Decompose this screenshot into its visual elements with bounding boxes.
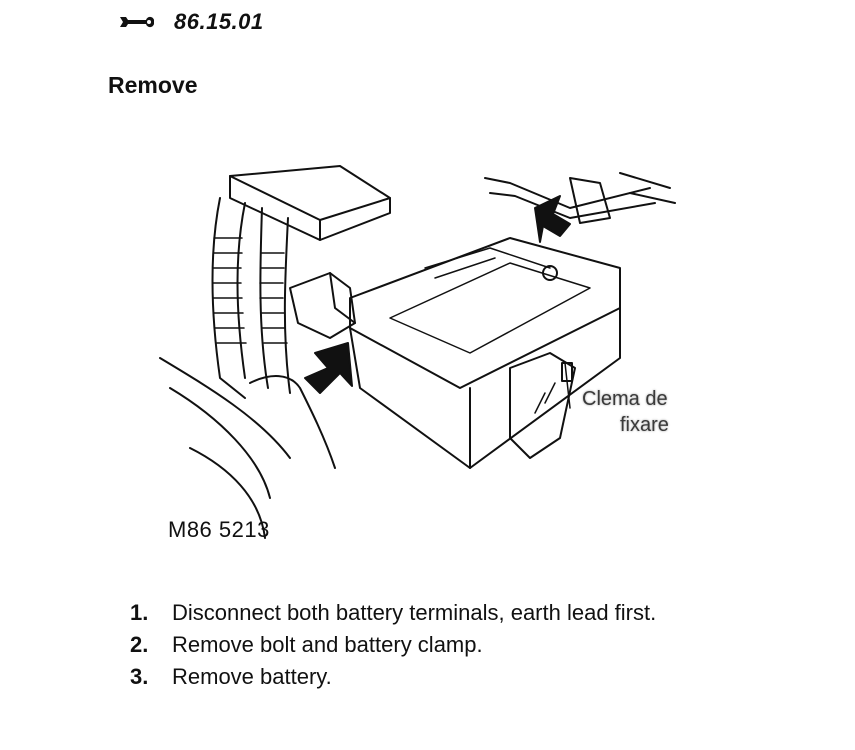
procedure-code: 86.15.01 (174, 9, 264, 34)
list-item: 2. Remove bolt and battery clamp. (130, 630, 770, 659)
step-number: 1. (130, 600, 149, 625)
clamp-annotation: Clema de fixare (582, 386, 669, 438)
annotation-line-1: Clema de (582, 388, 668, 410)
list-item: 1. Disconnect both battery terminals, ea… (130, 598, 770, 627)
step-text: Disconnect both battery terminals, earth… (172, 600, 657, 625)
step-number: 3. (130, 664, 149, 689)
step-number: 2. (130, 632, 149, 657)
list-item: 3. Remove battery. (130, 662, 770, 691)
steps-list: 1. Disconnect both battery terminals, ea… (130, 598, 770, 694)
step-text: Remove bolt and battery clamp. (172, 632, 483, 657)
procedure-header: 86.15.01 (118, 8, 264, 36)
wrench-icon (120, 16, 154, 28)
step-text: Remove battery. (172, 664, 332, 689)
battery-illustration (159, 165, 676, 539)
section-title: Remove (108, 72, 198, 98)
figure-label: M86 5213 (168, 517, 270, 542)
annotation-line-2: fixare (620, 414, 669, 436)
